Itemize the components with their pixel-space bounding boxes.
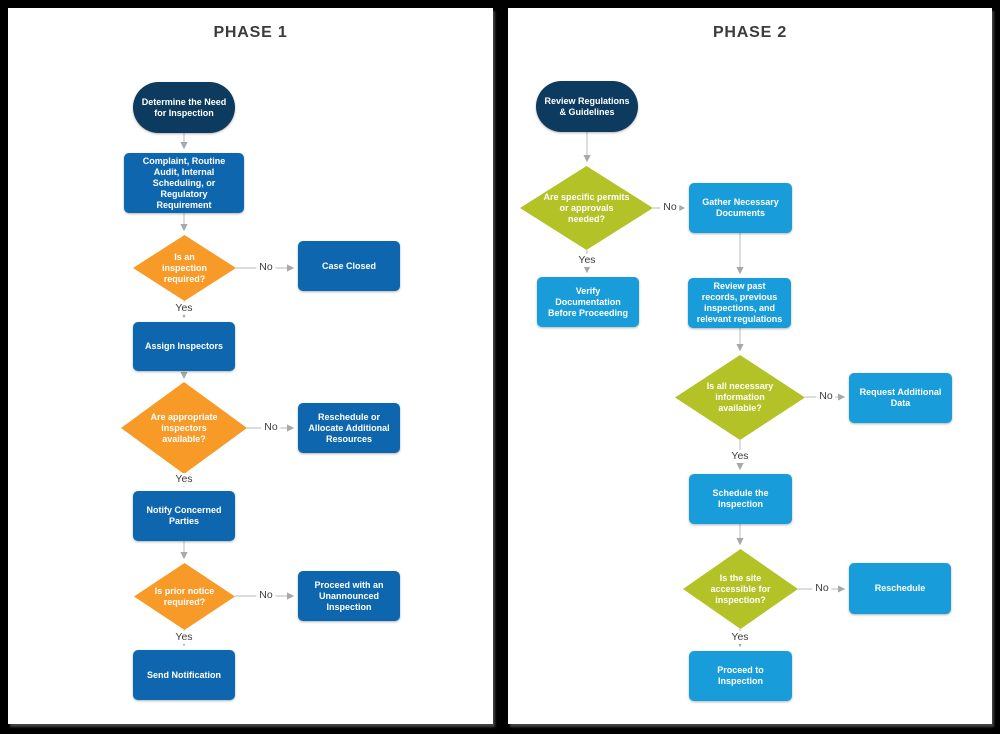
edge-label-no-3: No (256, 589, 276, 602)
node-assign-inspectors: Assign Inspectors (133, 322, 235, 371)
phase2-panel: PHASE 2 Review Regulations & Guidelines … (508, 8, 992, 724)
node-send-notification: Send Notification (133, 650, 235, 700)
edge-label-yes-2: Yes (728, 450, 752, 463)
phase1-connectors (180, 133, 295, 647)
edge-label-yes-2: Yes (172, 473, 196, 486)
edge-label-yes-1: Yes (172, 302, 196, 315)
edge-label-yes-3: Yes (728, 631, 752, 644)
node-unannounced-inspection: Proceed with an Unannounced Inspection (298, 571, 400, 621)
node-complaint-source: Complaint, Routine Audit, Internal Sched… (124, 153, 244, 213)
node-notify-parties: Notify Concerned Parties (133, 491, 235, 541)
edge-label-no-1: No (256, 261, 276, 274)
node-determine-need: Determine the Need for Inspection (133, 82, 235, 133)
edge-label-no-1: No (660, 201, 680, 214)
phase1-title: PHASE 1 (213, 24, 288, 41)
phase2-title: PHASE 2 (712, 24, 788, 41)
node-reschedule: Reschedule (849, 563, 951, 614)
node-reschedule-resources: Reschedule or Allocate Additional Resour… (298, 403, 400, 453)
node-request-additional-data: Request Additional Data (849, 373, 952, 423)
phase1-panel: PHASE 1 Determine the Need for Inspectio… (8, 8, 493, 724)
edge-label-no-2: No (816, 390, 836, 403)
node-gather-documents: Gather Necessary Documents (689, 183, 792, 233)
node-review-regulations: Review Regulations & Guidelines (536, 81, 638, 132)
edge-label-yes-1: Yes (575, 254, 599, 267)
node-schedule-inspection: Schedule the Inspection (689, 474, 792, 524)
node-verify-documentation: Verify Documentation Before Proceeding (537, 277, 639, 327)
node-case-closed: Case Closed (298, 241, 400, 291)
edge-label-no-2: No (261, 421, 281, 434)
node-review-records: Review past records, previous inspection… (688, 278, 791, 328)
edge-label-no-3: No (812, 582, 832, 595)
edge-label-yes-3: Yes (172, 631, 196, 644)
node-proceed-to-inspection: Proceed to Inspection (689, 651, 792, 701)
